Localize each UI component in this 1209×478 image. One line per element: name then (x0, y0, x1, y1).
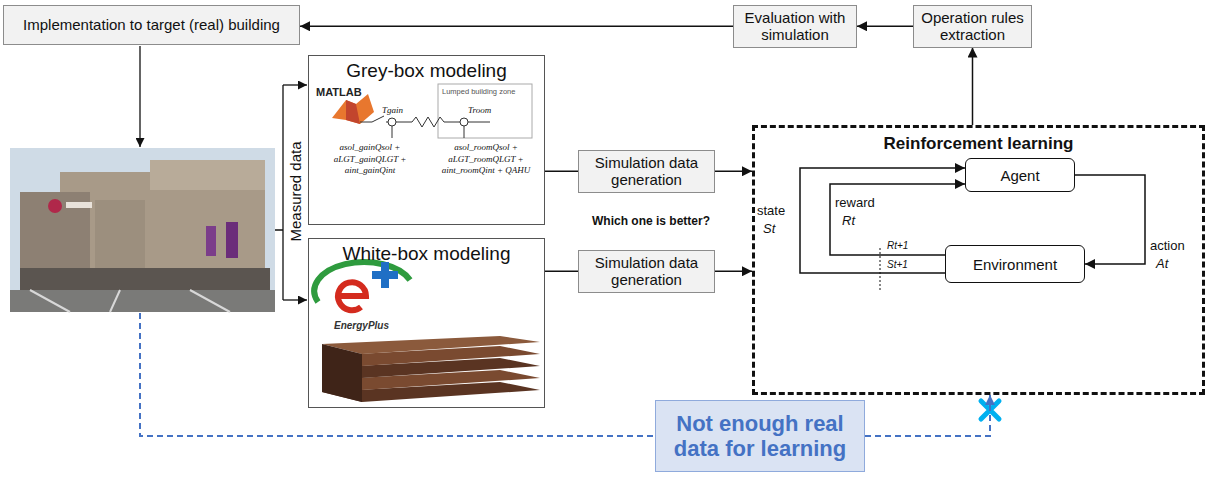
measured-data-bracket (283, 84, 307, 85)
process-box: Implementation to target (real) building (3, 5, 300, 45)
process-box: Operation rules extraction (913, 5, 1032, 48)
rc-schematic (396, 117, 460, 127)
rc-schematic (438, 84, 532, 138)
symbol-label: Rt (842, 213, 855, 228)
measured-data-bracket (283, 299, 307, 300)
model-panel: Grey-box modeling (308, 55, 545, 225)
energyplus-logo (338, 282, 366, 310)
connector (545, 171, 578, 173)
rc-schematic (468, 122, 490, 123)
building-photo (10, 148, 275, 312)
rl-box: Agent (965, 158, 1075, 192)
building-photo (206, 226, 216, 256)
rl-box: Environment (945, 245, 1085, 283)
axis-note: Measured data (287, 92, 304, 292)
matlab-logo (346, 100, 360, 124)
connector (857, 26, 913, 28)
zone-label: Lumped building zone (442, 87, 515, 96)
connector (972, 48, 974, 126)
logo-text: EnergyPlus (334, 320, 389, 331)
measured-data-bracket (275, 85, 283, 300)
building-photo (95, 200, 145, 270)
arrow-line (140, 46, 141, 147)
node-label: Tgain (382, 105, 403, 115)
node-text: Not enough real data for learning (664, 411, 856, 462)
energyplus-logo (372, 271, 398, 279)
building-model (322, 336, 540, 354)
edge-label: state (757, 203, 785, 218)
data-path-line (140, 313, 654, 436)
dashed-connector (865, 395, 990, 436)
data-path-line (140, 313, 654, 436)
building-photo (20, 268, 270, 290)
rl-group: Reinforcement learningAgentEnvironment (752, 125, 1205, 395)
process-box: Evaluation with simulation (733, 5, 857, 48)
node-label: Troom (468, 105, 491, 115)
measured-data-bracket (275, 85, 307, 300)
symbol-label: St (763, 221, 775, 236)
node-text: Simulation data generation (583, 254, 710, 289)
symbol-label: At (1156, 256, 1168, 271)
logo-text: MATLAB (316, 86, 362, 98)
matlab-logo (332, 94, 374, 124)
building-photo (10, 290, 275, 312)
node-text: Environment (973, 256, 1057, 273)
connector (545, 271, 578, 273)
node-text: Evaluation with simulation (738, 9, 852, 44)
note-box: Not enough real data for learning (655, 400, 865, 472)
connector (300, 26, 733, 28)
node-text: Agent (1000, 167, 1039, 184)
equation: asol_gainQsol + aLGT_gainQLGT + aint_gai… (312, 142, 428, 177)
connector (830, 184, 965, 255)
building-photo (10, 148, 275, 312)
node-text: Grey-box modeling (309, 60, 544, 82)
building-photo (226, 222, 238, 258)
rc-schematic (392, 126, 464, 138)
equation: asol_roomQsol + aLGT_roomQLGT + aint_roo… (434, 142, 538, 177)
rc-schematic (360, 116, 388, 122)
building-model (322, 344, 362, 402)
node-text: Simulation data generation (583, 154, 710, 189)
question-note: Which one is better? (571, 214, 731, 228)
node-text: Reinforcement learning (755, 134, 1202, 154)
matlab-logo (332, 94, 374, 124)
rc-schematic (460, 118, 468, 126)
rc-schematic (388, 118, 396, 126)
edge-label: reward (835, 195, 875, 210)
building-photo (48, 199, 62, 213)
node-text: Implementation to target (real) building (23, 16, 280, 33)
connector (1075, 175, 1145, 264)
symbol-label: St+1 (887, 259, 908, 270)
rc-schematic (360, 84, 532, 138)
building-model (322, 336, 540, 402)
building-photo (66, 202, 92, 208)
node-text: White-box modeling (309, 243, 544, 265)
connector (715, 271, 752, 273)
symbol-label: Rt+1 (887, 240, 908, 251)
arrow-line (139, 46, 140, 147)
energyplus-logo (314, 262, 410, 310)
node-text: Operation rules extraction (918, 9, 1027, 44)
building-photo (150, 160, 265, 190)
building-photo (30, 290, 230, 312)
process-box: Simulation data generation (578, 250, 715, 293)
edge-label: action (1150, 238, 1185, 253)
process-box: Simulation data generation (578, 150, 715, 193)
connector (715, 171, 752, 173)
connector (800, 168, 965, 273)
